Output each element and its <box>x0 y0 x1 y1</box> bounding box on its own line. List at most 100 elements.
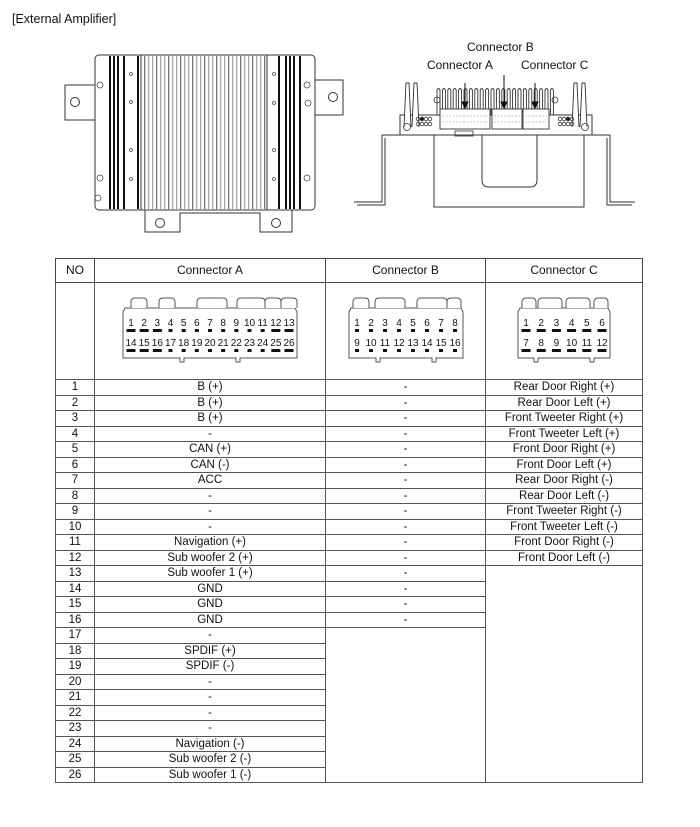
pin-label: 9 <box>354 338 360 349</box>
connector-a-value: B (+) <box>94 394 326 411</box>
pin-label: 8 <box>538 338 544 349</box>
heatsink-fin <box>528 88 533 115</box>
heatsink-fin <box>240 56 242 209</box>
pin-label: 14 <box>125 338 137 349</box>
heatsink-fin <box>248 56 250 209</box>
heatsink-fins <box>109 55 301 210</box>
pin-label: 11 <box>379 338 390 349</box>
pin-terminal <box>424 329 429 332</box>
connector-b-value: - <box>325 410 486 427</box>
pin-terminal <box>126 329 136 332</box>
heatsink-fin <box>224 56 226 209</box>
pin-terminal <box>247 349 252 352</box>
pin-number: 7 <box>55 472 95 489</box>
pin-terminal <box>139 329 149 332</box>
pin-label: 2 <box>538 318 544 329</box>
pin-number: 11 <box>55 534 95 551</box>
amplifier-front-view <box>354 75 635 208</box>
pin-label: 14 <box>421 338 433 349</box>
heatsink-fin <box>495 88 500 115</box>
pin-label: 9 <box>234 318 240 329</box>
connector-a-value: B (+) <box>94 410 326 427</box>
connector-a-value: - <box>94 425 326 442</box>
pin-terminal <box>181 349 186 352</box>
pin-terminal <box>168 349 173 352</box>
heatsink-fin <box>436 88 441 115</box>
pin-label: 3 <box>554 318 560 329</box>
pin-terminal <box>368 349 373 352</box>
pin-number: 14 <box>55 580 95 597</box>
connector-latch <box>196 297 228 308</box>
connector-b-value: - <box>325 441 486 458</box>
connector-latch <box>593 297 609 308</box>
heatsink-fin <box>184 56 186 209</box>
connector-b-value: - <box>325 596 486 613</box>
pin-number: 3 <box>55 410 95 427</box>
pin-terminal <box>284 349 294 352</box>
pin-label: 5 <box>410 318 416 329</box>
pin-terminal <box>567 329 577 332</box>
amplifier-top-view <box>64 54 344 233</box>
heatsink-fin <box>180 56 182 209</box>
pin-label: 16 <box>449 338 461 349</box>
connector-latch <box>158 297 176 308</box>
front-heatsink-fins <box>403 82 588 128</box>
heatsink-fin <box>285 56 287 209</box>
heatsink-fin <box>152 56 154 209</box>
header-connector-b: Connector B <box>325 258 486 283</box>
heatsink-fin <box>123 56 125 209</box>
connector-a-value: Sub woofer 2 (-) <box>94 751 326 768</box>
heatsink-fin <box>447 88 452 115</box>
connector-a-value: Sub woofer 1 (+) <box>94 565 326 582</box>
heatsink-fin <box>216 56 218 209</box>
heatsink-fin <box>452 88 457 115</box>
connector-c-value: Front Tweeter Right (-) <box>485 503 643 520</box>
pin-terminal <box>194 349 199 352</box>
pin-label: 6 <box>194 318 200 329</box>
pin-label: 24 <box>257 338 269 349</box>
pin-label: 21 <box>218 338 230 349</box>
pin-terminal <box>354 329 359 332</box>
pin-terminal <box>126 349 136 352</box>
pin-number: 2 <box>55 394 95 411</box>
heatsink-fin <box>441 88 446 115</box>
pin-number: 22 <box>55 704 95 721</box>
connector-c-value: Front Tweeter Right (+) <box>485 410 643 427</box>
connector-c-value: Rear Door Left (-) <box>485 487 643 504</box>
heatsink-fin <box>192 56 194 209</box>
pin-number: 9 <box>55 503 95 520</box>
pin-terminal <box>382 349 387 352</box>
connector-housing <box>122 307 298 363</box>
pin-label: 25 <box>270 338 282 349</box>
heatsink-fin <box>293 56 295 209</box>
pin-terminal <box>536 349 546 352</box>
pin-label: 19 <box>191 338 203 349</box>
pin-number: 1 <box>55 379 95 396</box>
pin-label: 13 <box>407 338 419 349</box>
heatsink-fin <box>474 88 479 115</box>
heatsink-fin <box>252 56 254 209</box>
pin-number: 16 <box>55 611 95 628</box>
heatsink-fin <box>109 56 111 209</box>
connector-b-value: - <box>325 472 486 489</box>
heatsink-fin <box>236 56 238 209</box>
pin-number: 12 <box>55 549 95 566</box>
heatsink-fin <box>549 88 554 115</box>
pin-label: 8 <box>220 318 226 329</box>
connector-b-value: - <box>325 394 486 411</box>
pin-label: 6 <box>424 318 430 329</box>
diagram-no-cell <box>55 282 95 380</box>
connector-housing <box>517 307 611 363</box>
pin-label: 18 <box>178 338 190 349</box>
heatsink-fin <box>571 82 580 128</box>
connector-a-value: GND <box>94 596 326 613</box>
pin-label: 6 <box>599 318 605 329</box>
pin-terminal <box>368 329 373 332</box>
